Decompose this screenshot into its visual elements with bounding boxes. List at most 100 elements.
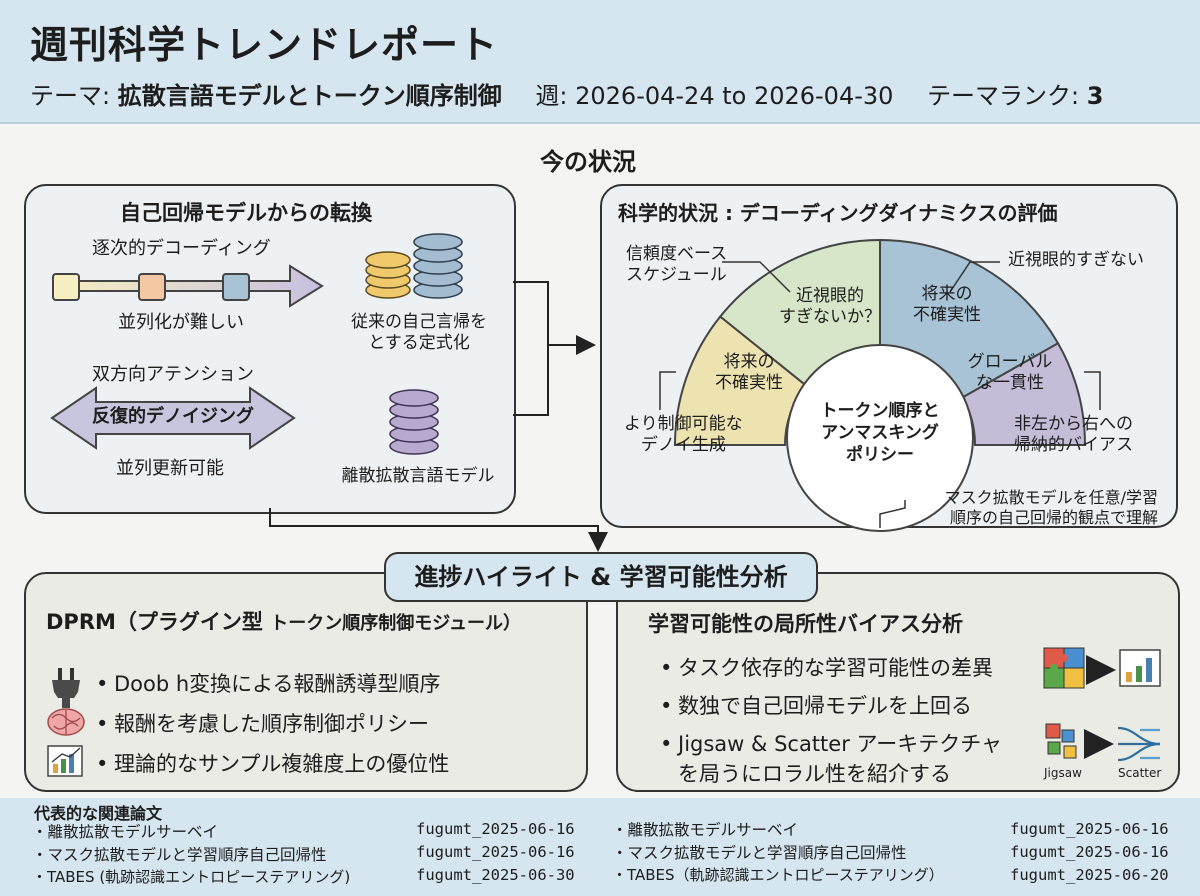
callout-mask: マスク拡散モデルを任意/学習 順序の自己回帰的観点で理解 [898,488,1158,528]
puzzle-icon [1043,647,1085,689]
learn-bullet-1-text: タスク依存的な学習可能性の差異 [678,656,993,680]
callout-bias-line1: 非左から右への [1014,414,1133,434]
bidirectional-label: 双方向アテンション [92,364,254,385]
learnability-title: 学習可能性の局所性バイアス分析 [648,612,963,636]
growth-chart-icon [47,745,83,777]
dprm-bullet-2: •報酬を考慮した順序制御ポリシー [96,712,429,736]
parallel-update-label: 並列更新可能 [116,458,224,479]
report-subtitle: テーマ: 拡散言語モデルとトークン順序制御 週: 2026-04-24 to 2… [30,76,1104,111]
dprm-bullet-1-text: Doob h変換による報酬誘導型順序 [114,672,441,696]
learn-bullet-3: •Jigsaw & Scatter アーキテクチャ [660,732,1003,756]
seg-purple-line2: な一貫性 [976,373,1044,394]
seg-green-line2: すぎないか？ [779,307,881,328]
jigsaw-icon [1045,723,1077,759]
paper-right-2-date: fugumt_2025-06-16 [1010,843,1169,861]
callout-mask-line1: マスク拡散モデルを任意/学習 [944,488,1158,507]
paper-right-3-date: fugumt_2025-06-20 [1010,866,1169,884]
callout-confidence: 信頼度ベース スケジュール [626,244,727,287]
seg-green-line1: 近視眼的 [796,286,864,306]
sequential-arrow [59,264,324,308]
autoregressive-stack-icon [365,233,463,299]
center-label: トークン順序と アンマスキング ポリシー [800,400,960,466]
paper-right-2[interactable]: ・マスク拡散モデルと学習順序自己回帰性 [612,844,907,862]
rank-value: 3 [1086,82,1104,110]
callout-control-line1: より制御可能な [624,414,743,434]
callout-myopic: 近視眼的すぎない [1008,250,1144,270]
leader-confidence [722,261,791,293]
learn-bullet-1: •タスク依存的な学習可能性の差異 [660,656,993,680]
report-title: 週刊科学トレンドレポート [30,23,499,67]
brain-icon [47,708,85,736]
learn-bullet-2-text: 数独で自己回帰モデルを上回る [678,694,972,718]
situation-title: 今の状況 [540,148,636,176]
related-papers: 代表的な関連論文 ・離散拡散モデルサーベイ fugumt_2025-06-16 … [0,798,1200,896]
segment-future-left-label: 将来の 不確実性 [704,352,794,395]
jigsaw-caption: Jigsaw [1044,766,1082,780]
leader-mask [879,500,906,528]
paper-left-2-date: fugumt_2025-06-16 [416,843,575,861]
dprm-bullet-3: •理論的なサンプル複雑度上の優位性 [96,752,450,776]
seg-blue-line1: 将来の [921,284,973,304]
token-box-3 [222,273,250,301]
scatter-caption: Scatter [1118,766,1162,780]
paper-right-1[interactable]: ・離散拡散モデルサーベイ [612,821,799,839]
week-label: 週: [535,82,568,110]
connector-to-science [513,281,592,416]
callout-bias-line2: 帰納的バイアス [1014,435,1133,456]
token-box-1 [52,273,80,301]
center-circle [786,344,974,532]
dprm-panel [24,572,588,792]
callout-bias: 非左から右への 帰納的バイアス [1014,414,1133,457]
theme-name: 拡散言語モデルとトークン順序制御 [117,82,502,110]
rank-label: テーマランク: [927,82,1080,110]
callout-confidence-line1: 信頼度ベース [626,244,728,264]
diffusion-stack-icon [389,389,439,455]
bar-chart-icon [1119,649,1161,687]
paper-right-3[interactable]: ・TABES（軌跡認識エントロピーステアリング） [612,866,944,884]
paper-left-3-date: fugumt_2025-06-30 [416,866,575,884]
ar-label-line2: とする定式化 [368,333,470,354]
dprm-bullet-1: •Doob h変換による報酬誘導型順序 [96,672,441,696]
paper-left-3[interactable]: ・TABES (軌跡認識エントロピーステアリング) [32,868,351,886]
center-line2: アンマスキング [821,423,939,444]
denoising-label: 反復的デノイジング [92,406,254,427]
dprm-title-b: トークン順序制御モジュール） [270,613,521,634]
callout-control-line2: デノイ生成 [640,435,726,456]
dprm-title: DPRM（プラグイン型 トークン順序制御モジュール） [46,606,521,636]
theme-label: テーマ: [30,82,111,110]
related-papers-title: 代表的な関連論文 [34,804,163,823]
sequential-label: 逐次的デコーディング [92,238,271,259]
dprm-title-a: DPRM（プラグイン型 [46,610,263,634]
bidirectional-arrow [50,386,296,450]
paper-left-1[interactable]: ・離散拡散モデルサーベイ [32,823,219,841]
paper-left-2[interactable]: ・マスク拡散モデルと学習順序自己回帰性 [32,846,327,864]
science-title: 科学的状況 : デコーディングダイナミクスの評価 [618,201,1058,225]
segment-global-label: グローバル な一貫性 [960,352,1060,395]
ar-label-line1: 従来の自己言帰を [351,312,487,332]
leader-control [659,371,676,410]
seg-yellow-line1: 将来の [723,352,775,372]
learn-bullet-3-cont: を局うにロラル性を紹介する [678,762,951,786]
leader-myopic [949,261,1000,293]
header-banner: 週刊科学トレンドレポート テーマ: 拡散言語モデルとトークン順序制御 週: 20… [0,0,1200,124]
callout-confidence-line2: スケジュール [626,265,727,286]
connector-to-progress [269,508,608,552]
center-line3: ポリシー [846,445,914,466]
leader-bias [1084,371,1101,410]
scatter-icon [1117,726,1161,762]
plug-icon [52,668,80,708]
center-line1: トークン順序と [820,401,940,421]
dprm-bullet-2-text: 報酬を考慮した順序制御ポリシー [114,712,429,736]
transition-title: 自己回帰モデルからの転換 [120,201,372,225]
seg-blue-line2: 不確実性 [913,305,981,326]
sequential-sub: 並列化が難しい [118,312,244,333]
ar-formulation-label: 従来の自己言帰を とする定式化 [334,312,504,355]
week-range: 2026-04-24 to 2026-04-30 [575,82,894,110]
seg-purple-line1: グローバル [967,352,1053,372]
diffusion-model-label: 離散拡散言語モデル [341,466,495,486]
seg-yellow-line2: 不確実性 [715,373,783,394]
paper-right-1-date: fugumt_2025-06-16 [1010,820,1169,838]
paper-left-1-date: fugumt_2025-06-16 [416,820,575,838]
callout-mask-line2: 順序の自己回帰的観点で理解 [949,508,1158,527]
